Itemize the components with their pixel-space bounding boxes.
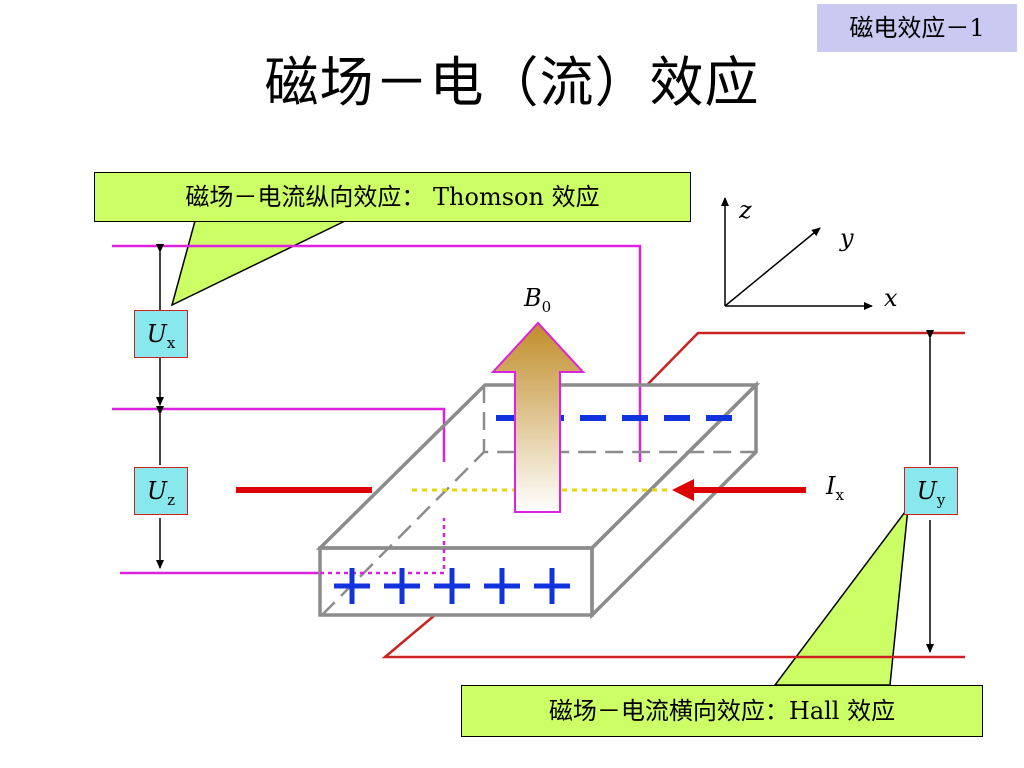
callout-top-pointer <box>170 220 346 307</box>
positive-charge <box>334 568 370 604</box>
b0-field-arrow <box>490 321 586 513</box>
positive-charge <box>434 568 470 604</box>
ix-symbol: I <box>826 472 836 500</box>
voltage-uz-symbol: U <box>146 477 168 505</box>
voltage-uz-box: Uz <box>134 467 188 515</box>
coordinate-axes <box>721 197 873 310</box>
ix-subscript: x <box>835 485 844 504</box>
b0-subscript: 0 <box>541 297 552 316</box>
voltage-ux-subscript: x <box>166 333 176 352</box>
ix-label: Ix <box>826 472 844 504</box>
uy-top-wire <box>647 331 965 385</box>
axis-y <box>724 227 821 307</box>
ux-top-wire <box>112 244 642 462</box>
measure-arrows <box>156 244 934 653</box>
axis-z-label: z <box>739 196 752 224</box>
positive-charges <box>334 568 570 604</box>
uz-contact-dotted <box>320 518 446 575</box>
ux-bottom-wire <box>112 407 446 462</box>
uy-bottom-wire-path <box>381 614 965 659</box>
slab-right-face <box>590 380 758 620</box>
voltage-ux-symbol: U <box>146 320 167 348</box>
positive-charge <box>384 568 420 604</box>
slide-title: 磁场－电（流）效应 <box>264 51 760 114</box>
axis-y-label: y <box>840 224 854 252</box>
current-arrowhead <box>672 479 694 501</box>
positive-charge <box>484 568 520 604</box>
thomson-effect-callout: 磁场－电流纵向效应： Thomson 效应 <box>94 172 691 222</box>
b0-symbol: B <box>524 284 542 312</box>
voltage-ux-box: Ux <box>134 310 188 358</box>
axis-x-label: x <box>884 284 898 312</box>
voltage-uy-box: Uy <box>904 467 958 515</box>
slide-tag: 磁电效应－1 <box>817 4 1017 52</box>
voltage-uy-subscript: y <box>936 490 946 509</box>
b0-label: B0 <box>524 284 551 316</box>
hall-effect-callout: 磁场－电流横向效应：Hall 效应 <box>461 685 983 737</box>
voltage-uz-subscript: z <box>167 490 176 509</box>
positive-charge <box>534 568 570 604</box>
voltage-uy-symbol: U <box>916 477 937 505</box>
callout-bottom-pointer <box>773 505 910 686</box>
